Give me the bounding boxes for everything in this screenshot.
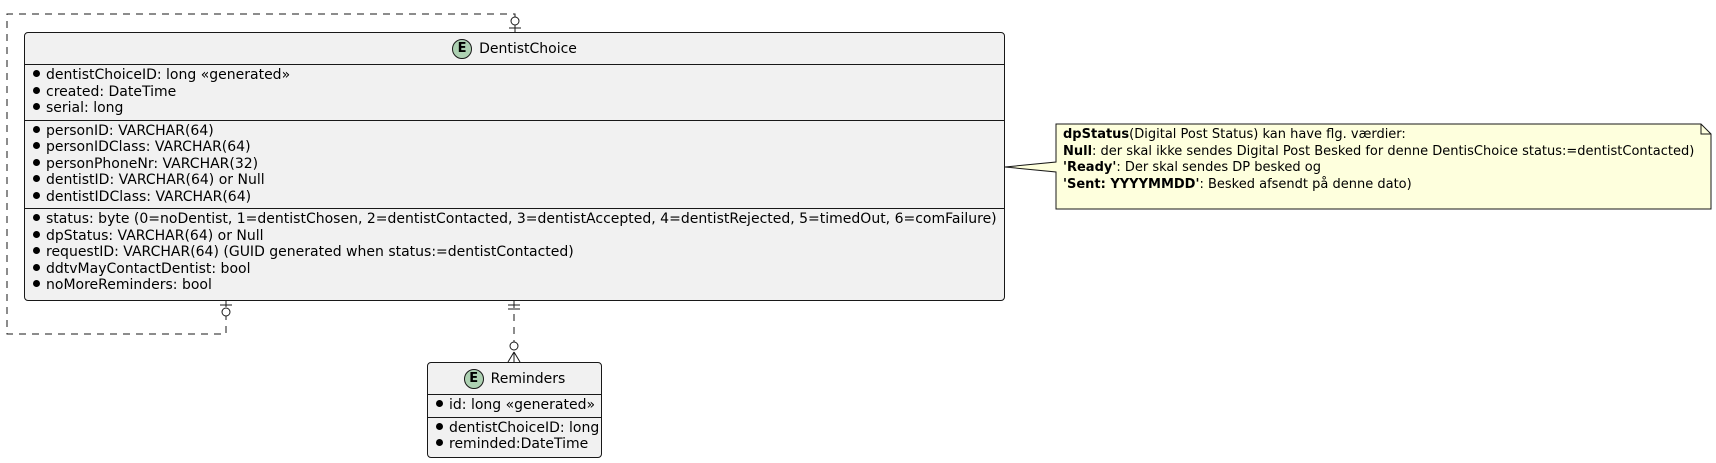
- attribute-group: dentistChoiceID: long «generated» create…: [25, 65, 1004, 120]
- note-line: 'Sent: YYYYMMDD': Besked afsendt på denn…: [1063, 176, 1412, 192]
- attribute-row: personPhoneNr: VARCHAR(32): [25, 156, 1004, 173]
- mandatory-dot-icon: [33, 247, 40, 254]
- zero-marker-reminders: [509, 341, 519, 351]
- dp-status-note: dpStatus(Digital Post Status) kan have f…: [1063, 127, 1694, 193]
- mandatory-dot-icon: [33, 191, 40, 199]
- attribute-group: status: byte (0=noDentist, 1=dentistChos…: [25, 208, 1004, 297]
- mandatory-dot-icon: [436, 400, 443, 407]
- attribute-row: dentistIDClass: VARCHAR(64): [25, 189, 1004, 206]
- mandatory-dot-icon: [33, 214, 40, 221]
- mandatory-dot-icon: [436, 422, 443, 430]
- attribute-row: dentistChoiceID: long: [428, 420, 601, 437]
- attribute-row: status: byte (0=noDentist, 1=dentistChos…: [25, 211, 1004, 228]
- mandatory-dot-icon: [33, 263, 40, 271]
- dentist-choice-entity: E DentistChoice dentistChoiceID: long «g…: [24, 32, 1005, 301]
- mandatory-dot-icon: [33, 175, 40, 182]
- attribute-group: personID: VARCHAR(64) personIDClass: VAR…: [25, 119, 1004, 209]
- attribute-row: requestID: VARCHAR(64) (GUID generated w…: [25, 244, 1004, 261]
- note-line: Null: der skal ikke sendes Digital Post …: [1063, 143, 1695, 159]
- mandatory-dot-icon: [436, 439, 443, 446]
- attribute-group: dentistChoiceID: long reminded:DateTime: [428, 416, 601, 456]
- crow-foot-left: [507, 351, 515, 363]
- reminders-entity: E Reminders id: long «generated» dentist…: [427, 362, 602, 458]
- attribute-row: serial: long: [25, 100, 1004, 117]
- note-box: [1004, 123, 1712, 210]
- mandatory-dot-icon: [33, 125, 40, 133]
- note-line: dpStatus(Digital Post Status) kan have f…: [1063, 127, 1406, 142]
- attribute-row: ddtvMayContactDentist: bool: [25, 261, 1004, 278]
- mandatory-dot-icon: [33, 70, 40, 77]
- crow-foot-right: [513, 351, 521, 363]
- note-fold: [1700, 124, 1711, 135]
- attribute-row: dentistChoiceID: long «generated»: [25, 67, 1004, 84]
- mandatory-dot-icon: [33, 158, 40, 166]
- mandatory-dot-icon: [33, 142, 40, 149]
- entity-header: E Reminders: [428, 363, 601, 395]
- attribute-row: personIDClass: VARCHAR(64): [25, 139, 1004, 156]
- entity-name: Reminders: [490, 370, 566, 387]
- mandatory-dot-icon: [33, 86, 40, 94]
- attribute-row: reminded:DateTime: [428, 436, 601, 453]
- entity-badge: E: [452, 38, 473, 59]
- attribute-row: id: long «generated»: [428, 397, 601, 414]
- attribute-group: id: long «generated»: [428, 395, 601, 417]
- attribute-row: dentistID: VARCHAR(64) or Null: [25, 172, 1004, 189]
- entity-badge: E: [463, 368, 484, 389]
- mandatory-dot-icon: [33, 230, 40, 238]
- zero-marker-bottom-left: [221, 307, 231, 317]
- attribute-row: dpStatus: VARCHAR(64) or Null: [25, 228, 1004, 245]
- zero-marker-top: [510, 16, 520, 26]
- note-line: 'Ready': Der skal sendes DP besked og: [1063, 160, 1321, 175]
- attribute-row: created: DateTime: [25, 84, 1004, 101]
- mandatory-dot-icon: [33, 280, 40, 287]
- attribute-row: noMoreReminders: bool: [25, 277, 1004, 294]
- entity-name: DentistChoice: [479, 40, 577, 57]
- entity-header: E DentistChoice: [25, 33, 1004, 65]
- attribute-row: personID: VARCHAR(64): [25, 123, 1004, 140]
- mandatory-dot-icon: [33, 103, 40, 110]
